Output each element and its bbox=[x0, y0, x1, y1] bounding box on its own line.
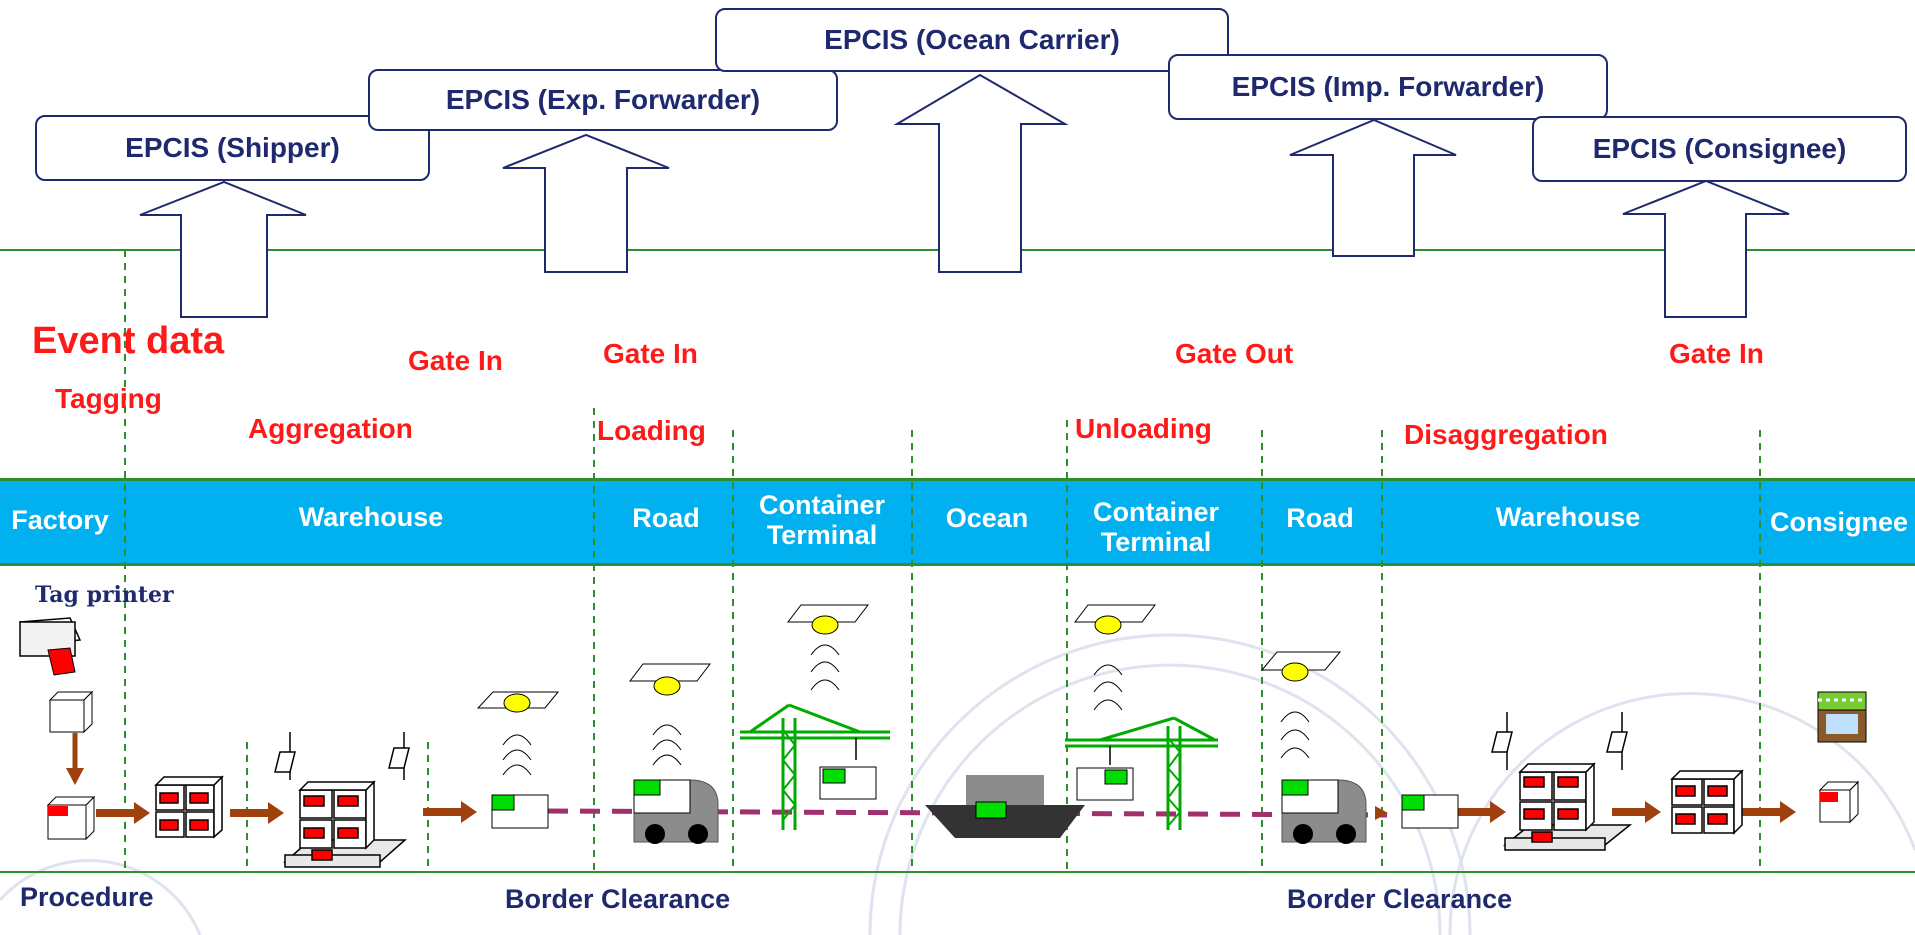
event-loading: Loading bbox=[597, 415, 706, 446]
up-arrow-icon bbox=[1289, 118, 1457, 257]
truck-icon bbox=[633, 779, 719, 844]
epcis-exp-forwarder-box: EPCIS (Exp. Forwarder) bbox=[368, 69, 838, 131]
rfid-reader-icon bbox=[476, 691, 560, 776]
rfid-reader-icon bbox=[628, 663, 712, 766]
tagged-box-icon bbox=[46, 795, 96, 841]
stage-road-1: Road bbox=[632, 503, 700, 533]
event-tagging: Tagging bbox=[55, 383, 162, 414]
epcis-exp-forwarder-label: EPCIS (Exp. Forwarder) bbox=[445, 84, 761, 115]
epcis-ocean-carrier-box: EPCIS (Ocean Carrier) bbox=[715, 8, 1229, 72]
stage-container-terminal-1: Container Terminal bbox=[759, 490, 885, 550]
pallet-icon bbox=[1502, 762, 1633, 851]
stage-container-terminal-1-line2: Terminal bbox=[766, 520, 878, 550]
stage-warehouse-2: Warehouse bbox=[1495, 502, 1641, 532]
epcis-consignee-label: EPCIS (Consignee) bbox=[1592, 133, 1847, 164]
container-icon bbox=[491, 794, 549, 829]
up-arrow-icon bbox=[893, 73, 1069, 273]
event-disaggregation: Disaggregation bbox=[1404, 419, 1608, 450]
stage-container-terminal-2: Container Terminal bbox=[1093, 497, 1219, 557]
store-icon bbox=[1817, 691, 1867, 743]
box-icon bbox=[48, 690, 94, 734]
border-clearance-label-2: Border Clearance bbox=[1287, 884, 1513, 914]
event-unloading: Unloading bbox=[1075, 413, 1212, 444]
rfid-reader-icon bbox=[1260, 651, 1342, 759]
event-data-title: Event data bbox=[32, 320, 225, 362]
epcis-shipper-label: EPCIS (Shipper) bbox=[125, 132, 340, 163]
box-stack-icon bbox=[1670, 769, 1744, 835]
border-clearance-label-1: Border Clearance bbox=[505, 884, 731, 914]
event-aggregation: Aggregation bbox=[248, 413, 413, 444]
up-arrow-icon bbox=[502, 133, 670, 273]
stage-container-terminal-1-line1: Container bbox=[758, 490, 886, 520]
procedure-label: Procedure bbox=[20, 882, 154, 912]
stage-dividers bbox=[124, 250, 1761, 872]
stage-container-terminal-2-line1: Container bbox=[1092, 497, 1220, 527]
epcis-imp-forwarder-label: EPCIS (Imp. Forwarder) bbox=[1231, 71, 1545, 102]
ship-icon bbox=[925, 775, 1085, 838]
stage-factory: Factory bbox=[11, 505, 109, 535]
rfid-reader-icon bbox=[1073, 604, 1157, 711]
stage-road-2: Road bbox=[1286, 503, 1354, 533]
crane-icon bbox=[1065, 716, 1218, 830]
tagged-box-icon bbox=[1818, 780, 1860, 824]
flow-arrows bbox=[96, 801, 1796, 824]
epcis-ocean-carrier-label: EPCIS (Ocean Carrier) bbox=[824, 24, 1120, 55]
event-gate-in-1: Gate In bbox=[408, 345, 503, 376]
stage-ocean: Ocean bbox=[945, 503, 1029, 533]
up-arrow-icon bbox=[1622, 179, 1790, 318]
event-gate-in-3: Gate In bbox=[1669, 338, 1764, 369]
upload-arrows bbox=[139, 73, 1790, 318]
epcis-imp-forwarder-box: EPCIS (Imp. Forwarder) bbox=[1168, 54, 1608, 120]
rfid-tag-icon bbox=[274, 712, 1628, 780]
event-gate-out: Gate Out bbox=[1175, 338, 1294, 369]
container-icon bbox=[1401, 794, 1459, 829]
stage-band bbox=[0, 478, 1915, 566]
truck-icon bbox=[1281, 779, 1367, 844]
stage-consignee: Consignee bbox=[1769, 507, 1909, 537]
box-stack-icon bbox=[154, 775, 224, 839]
container-icon bbox=[1076, 767, 1134, 801]
tag-printer-label: Tag printer bbox=[35, 582, 174, 608]
epcis-shipper-box: EPCIS (Shipper) bbox=[35, 115, 430, 181]
rfid-reader-icon bbox=[786, 604, 870, 691]
up-arrow-icon bbox=[139, 180, 307, 318]
stage-warehouse-1: Warehouse bbox=[298, 502, 444, 532]
epcis-consignee-box: EPCIS (Consignee) bbox=[1532, 116, 1907, 182]
crane-icon bbox=[740, 703, 890, 830]
container-icon bbox=[819, 766, 877, 800]
pallet-icon bbox=[283, 780, 407, 868]
event-gate-in-2: Gate In bbox=[603, 338, 698, 369]
tag-printer-icon bbox=[18, 617, 82, 676]
stage-container-terminal-2-line2: Terminal bbox=[1100, 527, 1212, 557]
